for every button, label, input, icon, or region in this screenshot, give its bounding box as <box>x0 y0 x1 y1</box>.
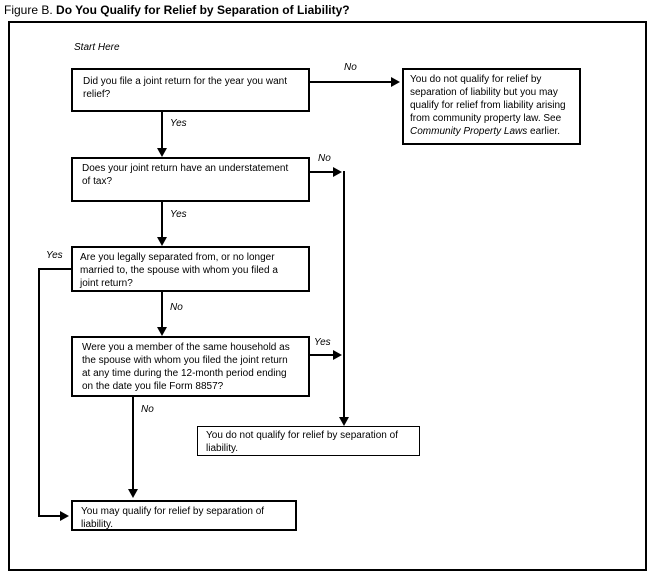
outcome-community-property-after: earlier. <box>527 126 561 137</box>
q1-yes-line <box>161 112 163 148</box>
q4-yes-label: Yes <box>314 337 331 348</box>
q1-no-line <box>310 81 391 83</box>
q3-yes-arrowhead <box>60 511 69 521</box>
figure-title-prefix: Figure B. <box>4 3 57 17</box>
start-here-label: Start Here <box>74 42 120 53</box>
q2-no-label: No <box>318 153 331 164</box>
q3-yes-line-vertical <box>38 268 40 517</box>
q4-no-line <box>132 397 134 489</box>
q4-no-label: No <box>141 404 154 415</box>
outcome-community-property-italic: Community Property Laws <box>410 126 528 137</box>
q3-no-arrowhead <box>157 327 167 336</box>
q4-no-arrowhead <box>128 489 138 498</box>
q2-yes-line <box>161 202 163 237</box>
q3-yes-label: Yes <box>46 250 63 261</box>
q1-no-label: No <box>344 62 357 73</box>
question-legally-separated-box: Are you legally separated from, or no lo… <box>71 246 310 292</box>
q4-yes-arrowhead <box>333 350 342 360</box>
q2-no-line <box>310 171 333 173</box>
q4-yes-line <box>310 354 333 356</box>
q3-no-line <box>161 292 163 327</box>
q2-no-arrowhead <box>333 167 342 177</box>
q2-yes-label: Yes <box>170 209 187 220</box>
question-joint-return-box: Did you file a joint return for the year… <box>71 68 310 112</box>
right-trunk-line <box>343 171 345 417</box>
q1-yes-label: Yes <box>170 118 187 129</box>
q3-yes-line-bottom <box>38 515 60 517</box>
q3-no-label: No <box>170 302 183 313</box>
q1-no-arrowhead <box>391 77 400 87</box>
q2-yes-arrowhead <box>157 237 167 246</box>
flowchart-frame <box>8 21 647 571</box>
figure-title-main: Do You Qualify for Relief by Separation … <box>56 3 350 17</box>
q3-yes-line-top <box>38 268 71 270</box>
outcome-not-qualify-box: You do not qualify for relief by separat… <box>197 426 420 456</box>
outcome-community-property-text: You do not qualify for relief by separat… <box>410 74 566 124</box>
right-trunk-arrowhead <box>339 417 349 426</box>
question-same-household-box: Were you a member of the same household … <box>71 336 310 397</box>
question-understatement-box: Does your joint return have an understat… <box>71 157 310 202</box>
q1-yes-arrowhead <box>157 148 167 157</box>
outcome-community-property-box: You do not qualify for relief by separat… <box>402 68 581 145</box>
figure-title: Figure B. Do You Qualify for Relief by S… <box>4 3 350 17</box>
outcome-may-qualify-box: You may qualify for relief by separation… <box>71 500 297 531</box>
